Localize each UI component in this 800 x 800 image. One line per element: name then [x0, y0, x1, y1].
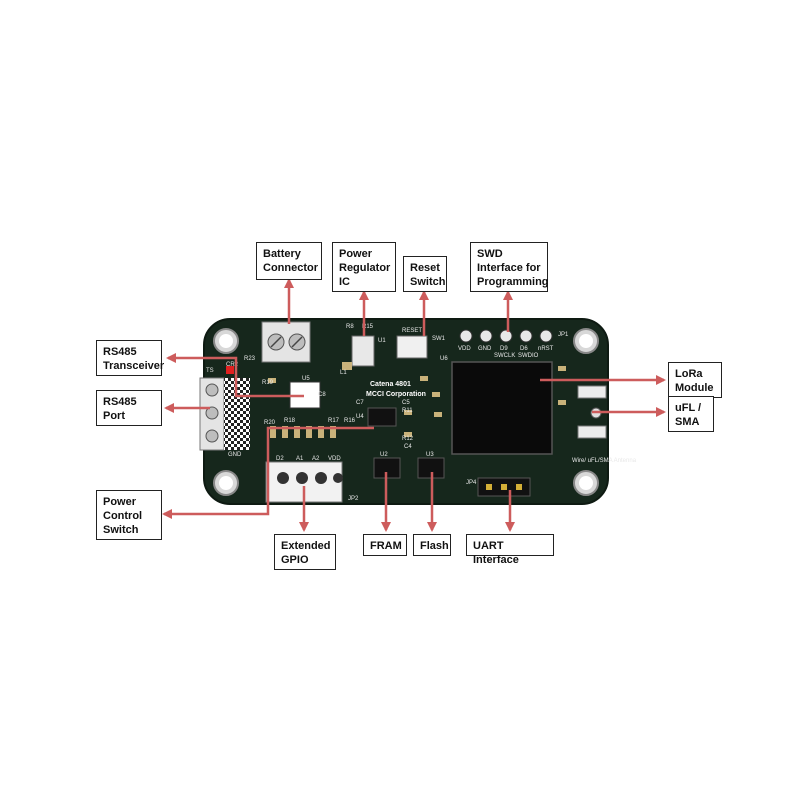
silk-d9: D9	[500, 346, 508, 352]
callout-ufl-sma: uFL / SMA	[668, 396, 714, 432]
silk-reset: RESET	[402, 328, 422, 334]
callout-flash: Flash	[413, 534, 451, 556]
silk-r17: R17	[328, 418, 340, 424]
callout-rs485-transceiver: RS485 Transceiver	[96, 340, 164, 376]
silk-u6: U6	[440, 356, 448, 362]
silk-u5: U5	[302, 376, 310, 382]
board-name-line2: MCCI Corporation	[366, 391, 426, 398]
silk-d6: D6	[520, 346, 528, 352]
reset-switch-part	[396, 335, 428, 359]
silk-r8: R8	[346, 324, 354, 330]
silk-a1: A1	[296, 456, 304, 462]
swd-header-pads	[459, 329, 553, 343]
silk-jp4: JP4	[466, 480, 477, 486]
silk-r11: R11	[402, 408, 413, 414]
silk-r19: R19	[262, 380, 274, 386]
silk-sw1: SW1	[432, 336, 446, 342]
callout-battery-connector: Battery Connector	[256, 242, 322, 280]
silk-u1: U1	[378, 338, 386, 344]
silk-l1: L1	[340, 370, 347, 376]
silk-cr2: CR2	[226, 362, 239, 368]
silk-c8: C8	[318, 392, 326, 398]
smd-parts	[268, 366, 566, 438]
uart-header-part	[477, 477, 531, 497]
silk-vdd2: VDD	[328, 456, 341, 462]
silk-wire-sma: Wire/ uFL/SMA Antenna	[572, 458, 637, 464]
rs485-port-part	[199, 366, 250, 451]
callout-extended-gpio: Extended GPIO	[274, 534, 336, 570]
silk-c4: C4	[404, 444, 412, 450]
silk-jp2: JP2	[348, 496, 359, 502]
arrow-power-control-switch	[162, 426, 374, 519]
silk-c7: C7	[356, 400, 364, 406]
silk-swdio: SWDIO	[518, 353, 539, 359]
callout-swd-interface: SWD Interface for Programming	[470, 242, 549, 292]
lora-module-part	[451, 361, 553, 455]
silk-r20: R20	[264, 420, 276, 426]
silk-u2: U2	[380, 452, 388, 458]
u4-chip	[367, 407, 397, 427]
silk-vdd: VDD	[458, 346, 471, 352]
silk-d2: D2	[276, 456, 284, 462]
callout-uart-interface: UART Interface	[466, 534, 554, 566]
silk-u3: U3	[426, 452, 434, 458]
silk-r16: R16	[344, 418, 356, 424]
silk-gnd: GND	[478, 346, 492, 352]
silk-u4: U4	[356, 414, 364, 420]
silk-gnd2: GND	[228, 452, 242, 458]
silk-r12: R12	[402, 436, 414, 442]
arrow-rs485-transceiver	[166, 353, 304, 398]
silk-swclk: SWCLK	[494, 353, 515, 359]
silk-c5: C5	[402, 400, 410, 406]
silk-ts: TS	[206, 368, 214, 374]
board-name-line1: Catena 4801	[370, 381, 411, 388]
callout-lora-module: LoRa Module	[668, 362, 722, 398]
callout-reset-switch: Reset Switch	[403, 256, 447, 292]
mounting-holes	[213, 328, 599, 496]
callout-fram: FRAM	[363, 534, 407, 556]
callout-power-regulator: Power Regulator IC	[332, 242, 396, 292]
ufl-sma-part	[577, 385, 607, 439]
silk-nrst: nRST	[538, 346, 554, 352]
silk-jp1: JP1	[558, 332, 569, 338]
silk-a2: A2	[312, 456, 320, 462]
silk-r23: R23	[244, 356, 256, 362]
callout-rs485-port: RS485 Port	[96, 390, 162, 426]
silk-r15: R15	[362, 324, 374, 330]
silk-r18: R18	[284, 418, 296, 424]
callout-arrows	[162, 278, 666, 532]
battery-connector-part	[261, 321, 311, 363]
callout-power-control-switch: Power Control Switch	[96, 490, 162, 540]
